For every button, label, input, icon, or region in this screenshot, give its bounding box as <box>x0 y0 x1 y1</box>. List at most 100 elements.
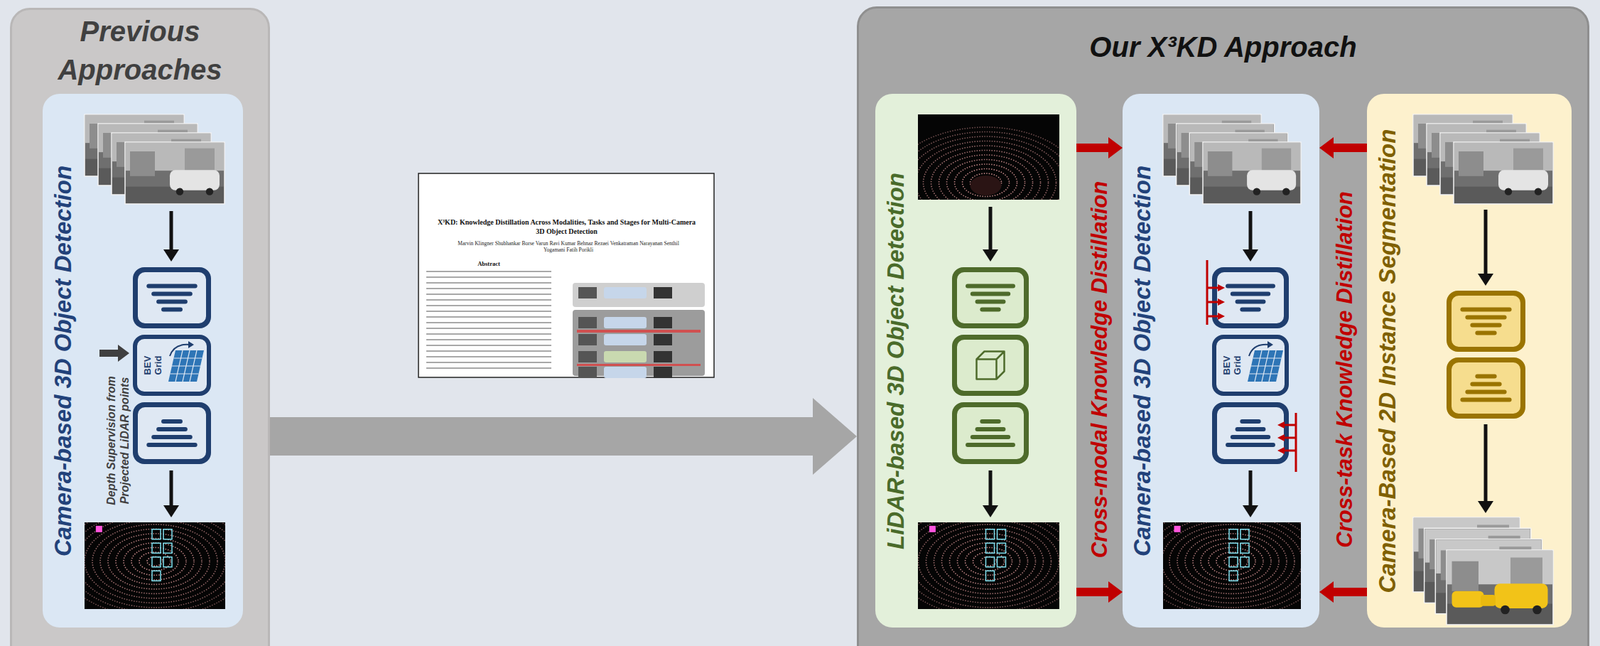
text-line <box>426 276 552 278</box>
paper-title-holder: X³KD: Knowledge Distillation Across Moda… <box>433 217 700 236</box>
panel-title: Previous Approaches <box>19 12 261 89</box>
wheel <box>1253 187 1261 195</box>
lidar-ring <box>84 522 226 609</box>
block-outer <box>132 267 212 329</box>
lidar-ring <box>917 141 1057 201</box>
text-line <box>426 287 552 290</box>
lidar-ring <box>1163 522 1301 603</box>
lidar-ground <box>917 522 1060 609</box>
distillation-line <box>1206 260 1209 325</box>
mini-image <box>653 287 673 299</box>
lidar-ring <box>934 528 1044 594</box>
car <box>1452 591 1485 608</box>
detection-box <box>1229 557 1238 567</box>
text-line <box>426 270 552 273</box>
lidar-ring <box>1216 552 1248 571</box>
distillation-arrow <box>1319 581 1367 603</box>
block-outer <box>1446 357 1526 419</box>
distillation-line <box>1295 412 1298 472</box>
layer-bar <box>146 442 197 447</box>
mini-block <box>603 350 647 363</box>
flow-arrow <box>169 211 174 252</box>
image-frame <box>1446 549 1554 625</box>
grid-line <box>189 350 197 382</box>
text-line <box>426 316 552 318</box>
paper-title: X³KD: Knowledge Distillation Across Moda… <box>433 217 700 236</box>
detection-box <box>163 557 172 567</box>
detection-box <box>986 570 995 581</box>
paper-authors: Marvin Klingner Shubhankar Borse Varun R… <box>454 240 683 253</box>
lidar-ring <box>954 164 1018 200</box>
text-line <box>426 282 552 284</box>
lidar-ring <box>1185 533 1279 589</box>
mini-image <box>653 366 673 378</box>
layer-bar <box>979 307 1001 312</box>
layer-bar <box>965 284 1016 289</box>
flow-arrow <box>988 470 993 508</box>
text-line <box>426 333 552 335</box>
block-outer <box>132 402 212 464</box>
lidar-ring <box>931 150 1041 201</box>
detection-box <box>1229 529 1238 540</box>
lidar-ring <box>939 154 1034 200</box>
layer-bar <box>1225 442 1276 447</box>
camera-image <box>1446 549 1554 625</box>
paper-authors-holder: Marvin Klingner Shubhankar Borse Varun R… <box>454 240 683 253</box>
detection-box <box>1240 557 1250 567</box>
wheel <box>206 187 214 195</box>
mini-block <box>603 287 647 299</box>
distillation-line <box>1283 424 1296 427</box>
distillation-label: Cross-task Knowledge Distillation <box>1332 159 1358 580</box>
detection-box <box>986 557 995 567</box>
wheel <box>1534 187 1542 195</box>
lidar-ring <box>1163 522 1301 609</box>
block-outer <box>1212 267 1289 329</box>
text-line <box>426 310 552 312</box>
supervision-arrow <box>99 344 130 362</box>
distillation-arrow <box>1076 581 1123 603</box>
distillation-line <box>1207 287 1220 290</box>
lidar-ring <box>1163 522 1301 608</box>
layer-bar <box>1474 374 1497 379</box>
text-line <box>426 304 552 307</box>
lidar-ring <box>923 145 1049 200</box>
lidar-ring <box>139 552 171 571</box>
layer-bar <box>979 419 1001 424</box>
layer-bar <box>1474 331 1497 336</box>
detection-box <box>986 542 995 553</box>
flow-arrow <box>1484 424 1488 504</box>
flow-arrow <box>269 397 857 475</box>
grid-line <box>170 373 199 374</box>
lidar-ring <box>917 522 1060 609</box>
text-line <box>426 321 552 324</box>
grid-line <box>182 350 190 382</box>
lidar-ring <box>917 132 1060 201</box>
lidar-ring <box>115 537 194 585</box>
text-line <box>426 367 552 369</box>
block-inner <box>1217 272 1284 324</box>
block-inner <box>957 407 1024 459</box>
lidar-ring <box>1192 537 1272 585</box>
mini-distill-bar <box>576 363 701 366</box>
lidar-ring <box>926 524 1052 599</box>
block-inner <box>957 339 1024 391</box>
lidar-ring <box>947 159 1026 201</box>
detection-marker <box>95 525 103 533</box>
layer-bar <box>1230 292 1271 297</box>
paper-heading-holder: Abstract <box>456 260 521 268</box>
car <box>1498 169 1549 191</box>
box-title: Camera-Based 2D Instance Segmentation <box>1373 118 1401 603</box>
box-title: Camera-based 3D Object Detection <box>1128 118 1156 603</box>
box-title: LiDAR-based 3D Object Detection <box>881 118 909 603</box>
wheel <box>1500 605 1510 615</box>
lidar-ring <box>100 528 210 594</box>
layer-bar <box>161 307 183 312</box>
block-inner <box>1217 407 1284 459</box>
block-inner <box>1451 362 1521 414</box>
lidar-image <box>1163 522 1301 609</box>
image-frame <box>1453 142 1554 204</box>
layer-bar <box>156 299 188 305</box>
car <box>1480 594 1496 607</box>
distillation-line <box>1283 436 1296 440</box>
